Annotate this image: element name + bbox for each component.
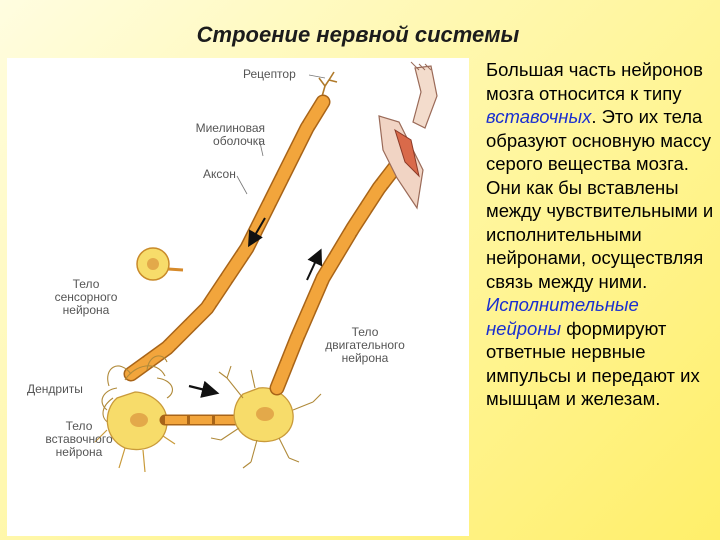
label-interneuron-body: Тело вставочного нейрона — [31, 420, 127, 459]
text-highlight-motor: Исполнительные нейроны — [486, 294, 639, 339]
label-motor-line1: Тело — [351, 325, 379, 339]
text-part-1: Большая часть нейронов мозга относится к… — [486, 59, 703, 104]
synapse-direction-arrow — [188, 380, 220, 398]
nervous-system-diagram: Рецептор Миелиновая оболочка Аксон Тело … — [7, 58, 469, 536]
description-text: Большая часть нейронов мозга относится к… — [486, 58, 718, 411]
label-motor-line2: двигательного — [325, 338, 405, 352]
label-motor-body: Тело двигательного нейрона — [313, 326, 417, 365]
label-receptor: Рецептор — [243, 67, 296, 81]
sensory-neuron-body — [136, 247, 184, 281]
interneuron-body — [94, 391, 176, 473]
sensory-axon — [123, 94, 331, 382]
arm-muscle — [378, 61, 438, 210]
label-sensory-body: Тело сенсорного нейрона — [41, 278, 131, 317]
label-inter-line2: вставочного — [45, 432, 113, 446]
label-sensory-line3: нейрона — [62, 303, 110, 317]
slide-title: Строение нервной системы — [196, 22, 520, 47]
label-sensory-line1: Тело — [72, 277, 100, 291]
label-myelin-line2: оболочка — [213, 134, 265, 148]
label-myelin: Миелиновая оболочка — [181, 122, 265, 148]
motor-axon — [269, 154, 407, 396]
interneuron-dendrites — [101, 355, 173, 425]
motor-direction-arrow — [306, 248, 323, 281]
label-sensory-line2: сенсорного — [54, 290, 118, 304]
text-part-2: . Это их тела образуют основную массу се… — [486, 106, 714, 292]
label-dendrites: Дендриты — [27, 382, 83, 396]
text-part-3: формируют ответные нервные импульсы и пе… — [486, 317, 700, 410]
sensory-direction-arrow — [247, 217, 266, 248]
neuron-illustration — [94, 61, 438, 473]
motor-neuron-body — [210, 365, 322, 469]
label-inter-line3: нейрона — [55, 445, 103, 459]
label-motor-line3: нейрона — [341, 351, 389, 365]
receptor-endings — [318, 71, 338, 101]
label-inter-line1: Тело — [65, 419, 93, 433]
text-highlight-interneurons: вставочных — [486, 106, 592, 127]
label-myelin-line1: Миелиновая — [195, 121, 265, 135]
label-axon: Аксон — [203, 167, 236, 181]
